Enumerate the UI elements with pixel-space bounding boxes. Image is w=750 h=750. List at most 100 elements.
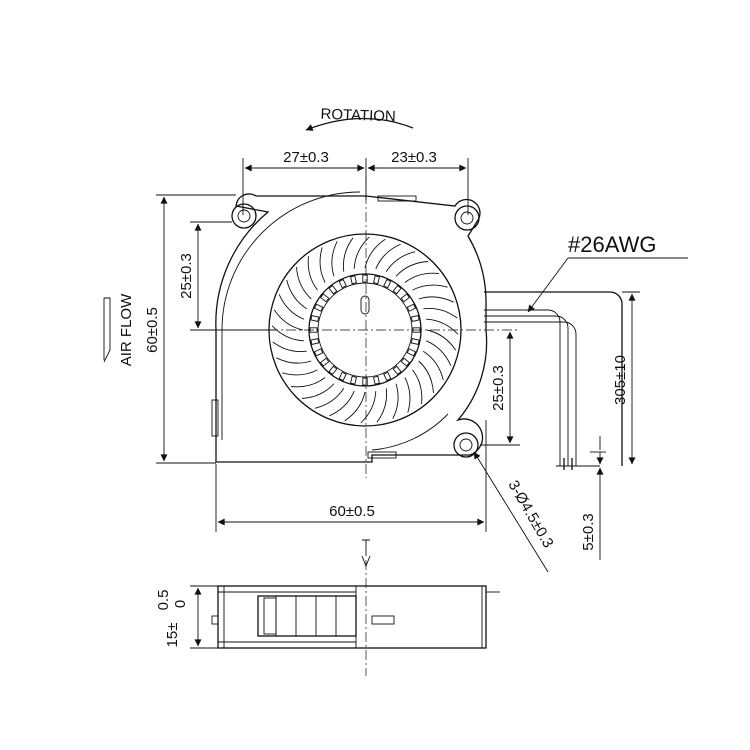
- dim-lead-length: 305±10: [612, 355, 629, 405]
- hub-key: [360, 295, 370, 315]
- hub-slot: [410, 338, 420, 345]
- mounting-hole-top-left: [231, 203, 257, 229]
- hub-slot: [362, 377, 368, 386]
- volute-line: [221, 191, 449, 451]
- impeller-blades: [271, 236, 459, 424]
- dim-right-offset: 25±0.3: [490, 365, 507, 411]
- impeller-blade: [418, 360, 434, 394]
- top-dimensions: 27±0.3 23±0.3: [242, 149, 469, 215]
- dim-right-width: 23±0.3: [391, 149, 437, 166]
- impeller-blade: [296, 266, 312, 300]
- hub-slot: [313, 348, 324, 357]
- hub-slot: [319, 293, 330, 303]
- hub-slot: [313, 303, 324, 312]
- impeller-blade: [344, 391, 366, 422]
- impeller-blade: [412, 369, 423, 404]
- hub-slot: [392, 284, 402, 295]
- awg-leader: [527, 257, 569, 313]
- impeller-blade: [425, 340, 452, 366]
- impeller-blade: [276, 357, 312, 364]
- hub-slot: [373, 375, 380, 385]
- impeller-blade: [418, 296, 454, 303]
- housing-top-tab: [377, 195, 417, 202]
- hub-slot: [373, 275, 380, 285]
- bottom-dimension: 60±0.5: [215, 420, 487, 532]
- hub-slot: [338, 278, 347, 289]
- impeller-blade: [291, 377, 326, 388]
- wire-outer: [484, 291, 623, 466]
- impeller-blade: [395, 261, 429, 277]
- hub-slot: [310, 338, 320, 345]
- hub-slot: [338, 371, 347, 382]
- impeller-blade: [364, 238, 386, 269]
- hub-slot: [362, 274, 368, 283]
- hub-slot: [328, 365, 338, 376]
- centerlines: [196, 176, 520, 676]
- dim-upper-offset: 25±0.3: [178, 253, 195, 299]
- impeller-blade: [353, 236, 370, 269]
- impeller-blade: [360, 391, 377, 424]
- mounting-hole-top-right: [454, 205, 480, 231]
- impeller-blade: [412, 284, 448, 291]
- side-connector: [371, 615, 395, 625]
- hub-slot: [400, 293, 411, 303]
- left-dimensions: 60±0.5 25±0.3: [144, 194, 275, 464]
- hub-slot: [319, 357, 330, 367]
- impeller-blade: [282, 369, 318, 376]
- impeller-blade: [278, 294, 305, 320]
- hub-slot: [410, 315, 420, 322]
- impeller-blade: [423, 307, 458, 319]
- dim-thickness-upper: 0.5: [155, 590, 172, 611]
- impeller-blade: [426, 318, 459, 335]
- rotation-arrow: [305, 117, 414, 131]
- airflow-indicator: AIR FLOW: [103, 293, 135, 366]
- impeller-blade: [385, 251, 416, 272]
- housing-side-tab: [211, 399, 219, 437]
- impeller-blade: [307, 256, 318, 291]
- dim-thickness-lower: 0: [172, 600, 189, 608]
- side-tab-left: [211, 615, 219, 625]
- hub-slot: [350, 375, 357, 385]
- side-impeller: [257, 595, 357, 637]
- impeller-blade: [286, 279, 307, 310]
- hub-slot: [310, 315, 320, 322]
- fan-housing-top-view: [211, 191, 488, 463]
- impeller-blade: [404, 377, 411, 413]
- impeller-blade: [271, 325, 304, 342]
- hub-slot: [406, 348, 417, 357]
- housing-outline: [215, 193, 488, 463]
- airflow-arrow: [103, 297, 111, 363]
- impeller-blade: [331, 241, 338, 277]
- rotation-indicator: ROTATION: [305, 106, 414, 131]
- impeller-blade: [342, 237, 354, 272]
- side-view-arrow: [361, 539, 371, 568]
- dim-thickness: 15±: [164, 623, 181, 648]
- impeller-blade: [319, 247, 326, 283]
- fan-side-view: 15± 0.5 0: [155, 585, 500, 649]
- rotation-label: ROTATION: [320, 106, 396, 126]
- hub-slot: [392, 365, 402, 376]
- hub-slot: [383, 278, 392, 289]
- right-dimensions: 25±0.3 305±10 5±0.3: [480, 291, 640, 560]
- mounting-hole-bottom-right: [453, 432, 479, 458]
- impeller-blade: [273, 309, 304, 331]
- airflow-label: AIR FLOW: [118, 293, 135, 366]
- hub-slot: [400, 357, 411, 367]
- dim-lead-strip: 5±0.3: [580, 513, 597, 550]
- dim-left-width: 27±0.3: [283, 149, 329, 166]
- impeller-blade: [423, 350, 444, 381]
- wire-gauge-label: #26AWG: [568, 232, 656, 257]
- hub-slot: [328, 284, 338, 295]
- impeller-blade: [329, 390, 355, 417]
- dim-height: 60±0.5: [144, 307, 161, 353]
- impeller-blade: [376, 388, 388, 423]
- wire-leads: #26AWG: [484, 232, 688, 470]
- housing-bottom-tab: [367, 451, 397, 459]
- mounting-holes: [231, 203, 480, 458]
- impeller-blade: [375, 243, 401, 270]
- impeller-blade: [426, 329, 457, 351]
- dim-width: 60±0.5: [329, 503, 375, 520]
- hub-slot: [383, 371, 392, 382]
- impeller-blade: [404, 272, 439, 283]
